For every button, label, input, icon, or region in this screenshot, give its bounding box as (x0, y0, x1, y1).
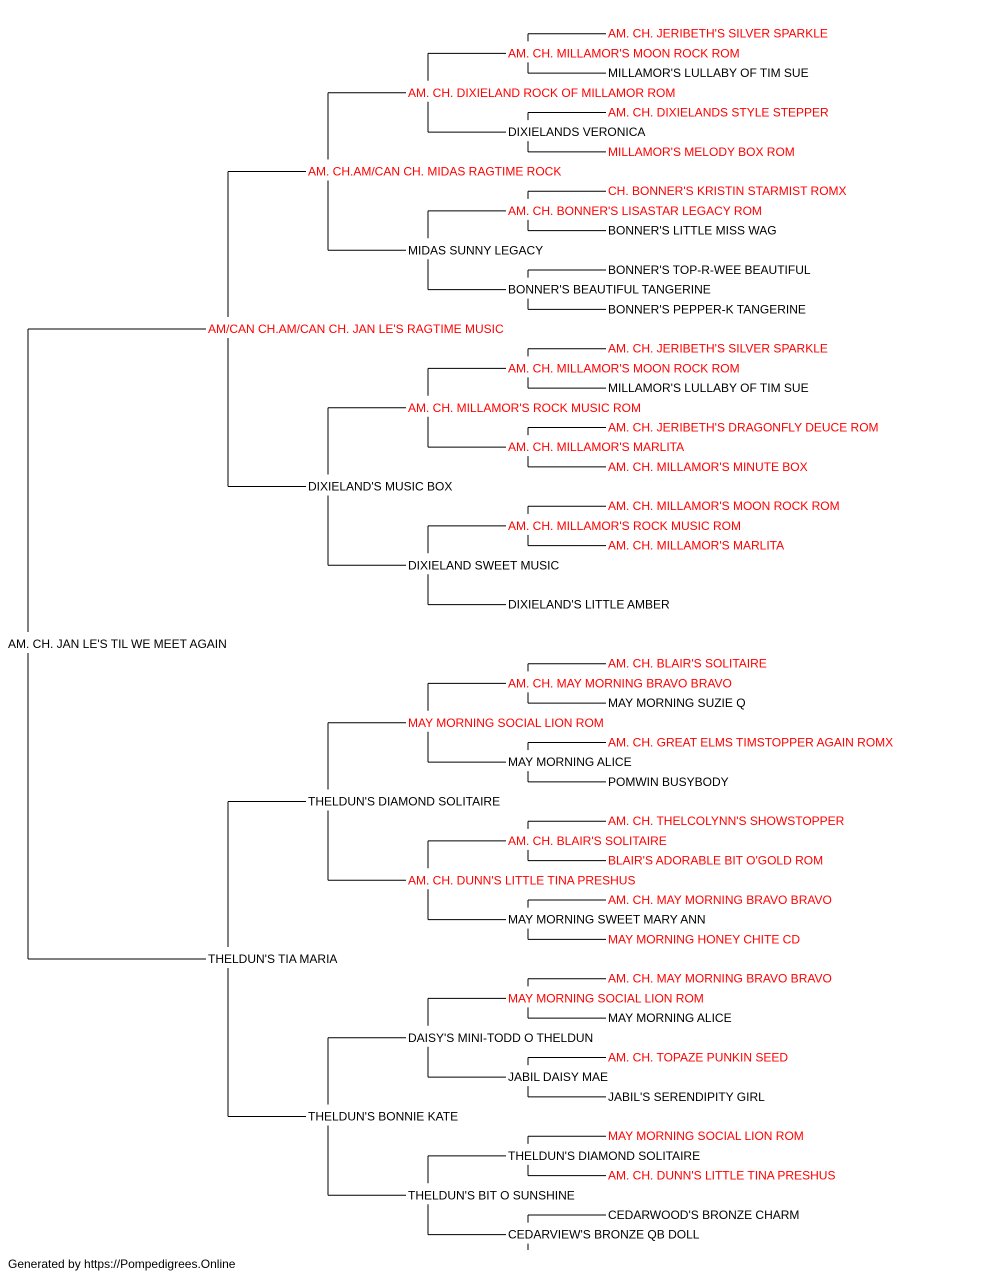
pedigree-node-gen5: CH. BONNER'S KRISTIN STARMIST ROMX (608, 184, 847, 198)
pedigree-node-gen3: AM. CH. DUNN'S LITTLE TINA PRESHUS (408, 873, 635, 887)
pedigree-node-gen5: AM. CH. THELCOLYNN'S SHOWSTOPPER (608, 814, 845, 828)
pedigree-node-gen2: THELDUN'S BONNIE KATE (308, 1110, 458, 1124)
pedigree-node-gen4: BONNER'S BEAUTIFUL TANGERINE (508, 283, 711, 297)
pedigree-node-gen3: DIXIELAND SWEET MUSIC (408, 558, 559, 572)
pedigree-node-gen5: AM. CH. MAY MORNING BRAVO BRAVO (608, 972, 832, 986)
pedigree-node-gen4: AM. CH. MILLAMOR'S MOON ROCK ROM (508, 361, 740, 375)
pedigree-node-gen5: AM. CH. JERIBETH'S SILVER SPARKLE (608, 27, 828, 41)
pedigree-node-gen4: MAY MORNING ALICE (508, 755, 632, 769)
pedigree-node-gen5: AM. CH. BLAIR'S SOLITAIRE (608, 657, 767, 671)
pedigree-node-gen5: BONNER'S LITTLE MISS WAG (608, 224, 777, 238)
pedigree-node-gen5: AM. CH. TOPAZE PUNKIN SEED (608, 1050, 788, 1064)
pedigree-node-gen3: AM. CH. MILLAMOR'S ROCK MUSIC ROM (408, 401, 641, 415)
pedigree-node-gen1: AM/CAN CH.AM/CAN CH. JAN LE'S RAGTIME MU… (208, 322, 504, 336)
footer-credit: Generated by https://Pompedigrees.Online (8, 1257, 236, 1271)
pedigree-node-gen5: AM. CH. GREAT ELMS TIMSTOPPER AGAIN ROMX (608, 735, 893, 749)
pedigree-node-gen5: MAY MORNING HONEY CHITE CD (608, 932, 800, 946)
pedigree-node-gen4: AM. CH. MILLAMOR'S MARLITA (508, 440, 684, 454)
pedigree-node-gen4: AM. CH. MAY MORNING BRAVO BRAVO (508, 676, 732, 690)
pedigree-node-gen5: AM. CH. MILLAMOR'S MARLITA (608, 539, 784, 553)
pedigree-node-gen4: DIXIELAND'S LITTLE AMBER (508, 598, 670, 612)
pedigree-node-gen4: THELDUN'S DIAMOND SOLITAIRE (508, 1149, 700, 1163)
pedigree-node-gen5: MILLAMOR'S LULLABY OF TIM SUE (608, 381, 809, 395)
pedigree-node-gen3: THELDUN'S BIT O SUNSHINE (408, 1188, 575, 1202)
pedigree-node-gen5: BONNER'S TOP-R-WEE BEAUTIFUL (608, 263, 811, 277)
pedigree-node-gen5: POMWIN BUSYBODY (608, 775, 729, 789)
pedigree-node-gen5: BONNER'S PEPPER-K TANGERINE (608, 302, 806, 316)
pedigree-node-gen1: THELDUN'S TIA MARIA (208, 952, 337, 966)
pedigree-node-gen4: AM. CH. MILLAMOR'S ROCK MUSIC ROM (508, 519, 741, 533)
pedigree-node-gen4: AM. CH. BONNER'S LISASTAR LEGACY ROM (508, 204, 762, 218)
pedigree-node-gen5: AM. CH. DUNN'S LITTLE TINA PRESHUS (608, 1169, 835, 1183)
pedigree-node-gen5: CEDARWOOD'S BRONZE CHARM (608, 1208, 799, 1222)
pedigree-node-gen3: DAISY'S MINI-TODD O THELDUN (408, 1031, 593, 1045)
pedigree-node-gen5: POMRUN'S WANDEE OF CEDARVIEW (608, 1247, 824, 1250)
pedigree-node-gen4: DIXIELANDS VERONICA (508, 125, 645, 139)
pedigree-node-gen5: MAY MORNING SUZIE Q (608, 696, 746, 710)
pedigree-node-gen5: BLAIR'S ADORABLE BIT O'GOLD ROM (608, 854, 823, 868)
pedigree-node-gen5: AM. CH. JERIBETH'S DRAGONFLY DEUCE ROM (608, 420, 879, 434)
pedigree-node-gen5: MILLAMOR'S LULLABY OF TIM SUE (608, 66, 809, 80)
pedigree-node-gen4: MAY MORNING SOCIAL LION ROM (508, 991, 704, 1005)
pedigree-node-gen2: THELDUN'S DIAMOND SOLITAIRE (308, 795, 500, 809)
pedigree-tree: AM. CH. JAN LE'S TIL WE MEET AGAIN AM/CAN… (8, 27, 893, 1250)
pedigree-node-gen0: AM. CH. JAN LE'S TIL WE MEET AGAIN (8, 637, 227, 651)
pedigree-node-gen4: JABIL DAISY MAE (508, 1070, 608, 1084)
pedigree-node-gen5: MAY MORNING SOCIAL LION ROM (608, 1129, 804, 1143)
pedigree-node-gen5: JABIL'S SERENDIPITY GIRL (608, 1090, 765, 1104)
pedigree-node-gen2: AM. CH.AM/CAN CH. MIDAS RAGTIME ROCK (308, 165, 561, 179)
pedigree-node-gen5: AM. CH. MAY MORNING BRAVO BRAVO (608, 893, 832, 907)
pedigree-node-gen4: AM. CH. MILLAMOR'S MOON ROCK ROM (508, 46, 740, 60)
pedigree-node-gen4: CEDARVIEW'S BRONZE QB DOLL (508, 1228, 700, 1242)
pedigree-node-gen5: AM. CH. MILLAMOR'S MINUTE BOX (608, 460, 808, 474)
pedigree-node-gen3: MIDAS SUNNY LEGACY (408, 243, 543, 257)
pedigree-node-gen4: AM. CH. BLAIR'S SOLITAIRE (508, 834, 667, 848)
pedigree-node-gen5: AM. CH. JERIBETH'S SILVER SPARKLE (608, 342, 828, 356)
pedigree-node-gen5: MAY MORNING ALICE (608, 1011, 732, 1025)
pedigree-node-gen5: AM. CH. DIXIELANDS STYLE STEPPER (608, 105, 829, 119)
pedigree-node-gen4: MAY MORNING SWEET MARY ANN (508, 913, 706, 927)
pedigree-node-gen3: MAY MORNING SOCIAL LION ROM (408, 716, 604, 730)
pedigree-node-gen5: MILLAMOR'S MELODY BOX ROM (608, 145, 795, 159)
pedigree-node-gen5: AM. CH. MILLAMOR'S MOON ROCK ROM (608, 499, 840, 513)
pedigree-node-gen3: AM. CH. DIXIELAND ROCK OF MILLAMOR ROM (408, 86, 675, 100)
pedigree-node-gen2: DIXIELAND'S MUSIC BOX (308, 480, 452, 494)
